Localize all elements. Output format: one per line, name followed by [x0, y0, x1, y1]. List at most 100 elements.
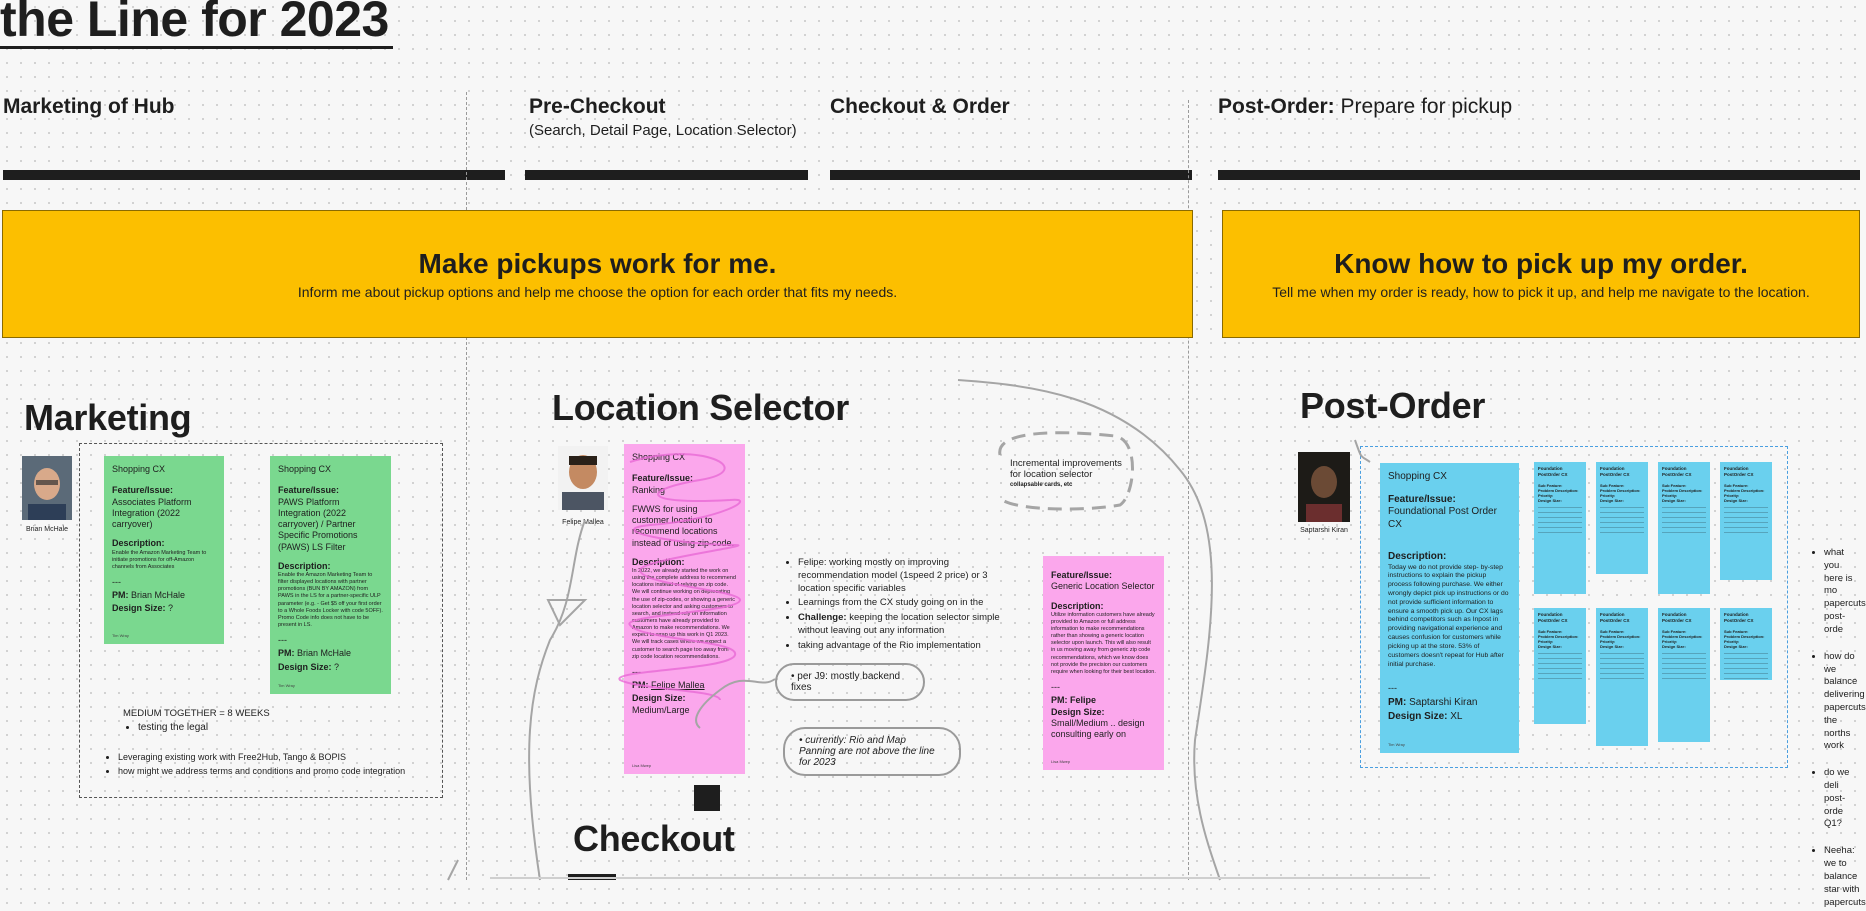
- sticky-label: Design Size:: [632, 693, 686, 704]
- sticky-size: Small/Medium .. design consulting early …: [1051, 717, 1145, 740]
- mini-sticky-label: Design Size:: [1538, 644, 1562, 650]
- note-list: Felipe: working mostly on improving reco…: [784, 557, 1019, 655]
- sticky-label: Description:: [1388, 551, 1447, 562]
- sticky-note[interactable]: Shopping CX Feature/Issue: Associates Pl…: [104, 456, 224, 644]
- sticky-separator: ---: [112, 576, 121, 587]
- mini-sticky-label: Priority:: [1538, 493, 1554, 499]
- mini-sticky-label: Sub Feature:: [1724, 628, 1749, 634]
- sticky-team: Shopping CX: [278, 464, 332, 474]
- mini-sticky-note[interactable]: Foundation PostOrder CX Sub Feature:Probl…: [1720, 608, 1772, 684]
- sticky-size: XL: [1450, 711, 1463, 723]
- mini-sticky-title: Foundation PostOrder CX: [1538, 612, 1568, 623]
- mini-sticky-title: Foundation PostOrder CX: [1600, 466, 1630, 477]
- sticky-label: Design Size:: [1051, 706, 1105, 717]
- note-item: Learnings from the CX study going on in …: [798, 597, 1019, 610]
- sticky-label: Feature/Issue:: [632, 473, 694, 484]
- mini-sticky-label: Design Size:: [1724, 644, 1748, 650]
- note-bubble: • per J9: mostly backend fixes: [775, 663, 925, 701]
- avatar: [558, 446, 608, 510]
- sticky-note[interactable]: Feature/Issue: Generic Location Selector…: [1043, 556, 1164, 770]
- mini-sticky-label: Problem Description:: [1600, 487, 1641, 493]
- sticky-separator: ---: [632, 666, 641, 677]
- phase-post-order: Post-Order: Prepare for pickup: [1218, 95, 1513, 118]
- note-text: keeping the location selector simple wit…: [798, 612, 1000, 637]
- note-item: how might we address terms and condition…: [118, 765, 434, 777]
- phase-bar-post-order: [1218, 170, 1860, 180]
- section-marketing: Marketing: [24, 397, 192, 438]
- note-label: Challenge:: [798, 612, 847, 624]
- sticky-note[interactable]: Shopping CX Feature/Issue: Ranking FWWS …: [624, 444, 745, 774]
- mini-sticky-label: Sub Feature:: [1600, 628, 1625, 634]
- note-item: taking advantage of the Rio implementati…: [798, 640, 1019, 653]
- mini-sticky-title: Foundation PostOrder CX: [1538, 466, 1568, 477]
- sticky-pm: Brian McHale: [297, 648, 352, 659]
- mini-sticky-label: Priority:: [1724, 639, 1740, 645]
- sticky-note[interactable]: Shopping CX Feature/Issue: PAWS Platform…: [270, 456, 391, 694]
- mini-sticky-label: Sub Feature:: [1538, 628, 1563, 634]
- mini-sticky-title: Foundation PostOrder CX: [1662, 612, 1692, 623]
- sticky-author: Tim Wray: [278, 683, 295, 688]
- mini-sticky-label: Problem Description:: [1724, 633, 1765, 639]
- mini-sticky-label: Priority:: [1662, 639, 1678, 645]
- mini-sticky-title: Foundation PostOrder CX: [1724, 612, 1754, 623]
- sticky-note[interactable]: Shopping CX Feature/Issue: Foundational …: [1380, 463, 1519, 753]
- banner-know-how: Know how to pick up my order. Tell me wh…: [1222, 210, 1860, 338]
- section-post-order: Post-Order: [1300, 385, 1486, 426]
- banner-title: Make pickups work for me.: [418, 248, 777, 279]
- mini-sticky-label: Problem Description:: [1600, 633, 1641, 639]
- note-text: currently: Rio and Map Panning are not a…: [799, 735, 935, 768]
- mini-sticky-label: Sub Feature:: [1662, 628, 1687, 634]
- sticky-label: Description:: [278, 560, 331, 571]
- note-incremental: Incremental improvements for location se…: [1010, 458, 1130, 488]
- sticky-label: Feature/Issue:: [1388, 493, 1456, 505]
- mini-sticky-label: Sub Feature:: [1662, 482, 1687, 488]
- phase-pre-checkout-sub: (Search, Detail Page, Location Selector): [529, 122, 797, 139]
- sticky-description: In 2022, we already started the work on …: [632, 568, 736, 660]
- section-location-selector: Location Selector: [552, 387, 849, 428]
- mini-sticky-body: [1538, 507, 1582, 538]
- sticky-description: Enable the Amazon Marketing Team to init…: [112, 549, 207, 570]
- mini-sticky-label: Priority:: [1724, 493, 1740, 499]
- note-item: Challenge: keeping the location selector…: [798, 612, 1019, 638]
- sticky-author: Lisa Mwep: [1051, 759, 1071, 764]
- sticky-feature: Ranking: [632, 484, 666, 495]
- mini-sticky-note[interactable]: Foundation PostOrder CX Sub Feature:Probl…: [1534, 608, 1586, 724]
- note-item: Neeha: we to balance star with papercuts: [1824, 845, 1866, 909]
- mini-sticky-label: Design Size:: [1600, 644, 1624, 650]
- post-order-group: [1360, 446, 1788, 768]
- mini-sticky-label: Sub Feature:: [1538, 482, 1563, 488]
- person-icon: [1298, 452, 1350, 522]
- mini-sticky-label: Design Size:: [1600, 498, 1624, 504]
- mini-sticky-label: Problem Description:: [1538, 633, 1579, 639]
- sticky-pm: Felipe Mallea: [651, 680, 705, 691]
- mini-sticky-label: Design Size:: [1724, 498, 1748, 504]
- sticky-label: PM:: [112, 590, 129, 601]
- sticky-label: PM:: [1388, 696, 1407, 708]
- note-item: do we deli post-orde Q1?: [1824, 767, 1860, 831]
- banner-subtitle: Tell me when my order is ready, how to p…: [1272, 284, 1810, 300]
- sticky-feature: Generic Location Selector: [1051, 581, 1155, 592]
- person-icon: [558, 446, 608, 510]
- phase-bar-pre-checkout: [525, 170, 808, 180]
- sticky-separator: ---: [1388, 683, 1397, 694]
- mini-sticky-label: Priority:: [1600, 493, 1616, 499]
- sticky-pm: Felipe: [1070, 695, 1097, 706]
- sticky-feature: Foundational Post Order CX: [1388, 506, 1497, 530]
- sticky-pm: Brian McHale: [131, 590, 186, 601]
- sticky-pm: Saptarshi Kiran: [1409, 696, 1478, 708]
- note-text: Incremental improvements for location se…: [1010, 458, 1122, 480]
- mini-sticky-label: Design Size:: [1662, 498, 1686, 504]
- mini-sticky-label: Priority:: [1538, 639, 1554, 645]
- sticky-team: Shopping CX: [632, 452, 686, 462]
- note-item: Felipe: working mostly on improving reco…: [798, 557, 1019, 595]
- sticky-label: Description:: [632, 556, 685, 567]
- note-text: per J9: mostly backend fixes: [791, 671, 901, 693]
- sticky-description: Enable the Amazon Marketing Team to filt…: [278, 572, 383, 628]
- mini-sticky-label: Sub Feature:: [1724, 482, 1749, 488]
